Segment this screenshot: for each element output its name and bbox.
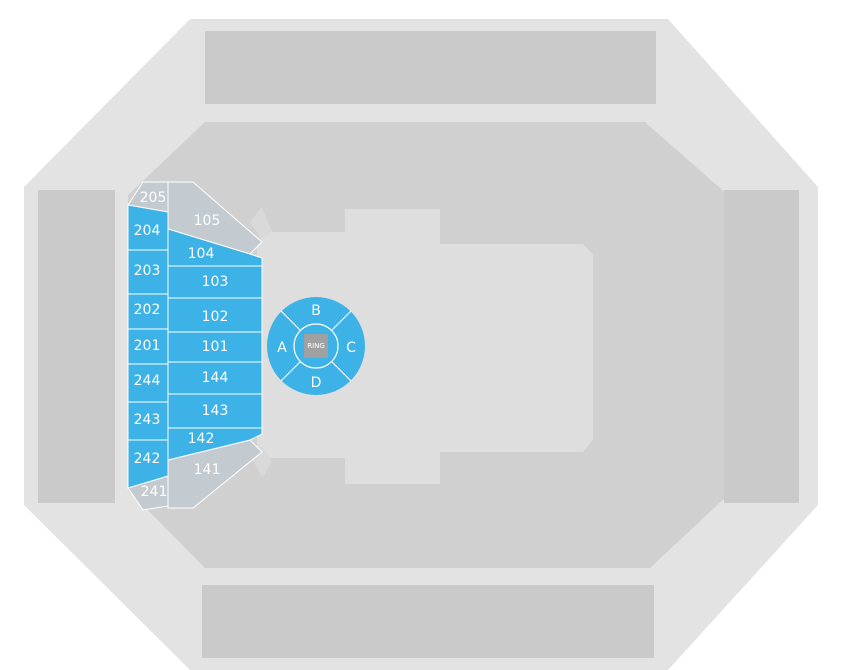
- floor-section-a[interactable]: A: [277, 340, 287, 356]
- section-104[interactable]: 104: [167, 228, 263, 267]
- section-105-label: 105: [194, 213, 221, 229]
- floor-section-c-label: C: [346, 340, 356, 356]
- upper-block-top: [205, 31, 656, 104]
- section-202[interactable]: 202: [127, 293, 169, 330]
- section-103[interactable]: 103: [167, 265, 263, 299]
- upper-block-right: [724, 190, 799, 503]
- section-201-label: 201: [134, 338, 161, 354]
- section-142-label: 142: [188, 431, 215, 447]
- section-205-label: 205: [140, 190, 167, 206]
- section-102-label: 102: [202, 309, 229, 325]
- section-141[interactable]: 141: [167, 439, 263, 509]
- section-104-label: 104: [188, 246, 215, 262]
- section-205[interactable]: 205: [127, 181, 169, 213]
- floor-section-b-label: B: [311, 303, 321, 319]
- section-101-label: 101: [202, 339, 229, 355]
- section-202-label: 202: [134, 302, 161, 318]
- section-242[interactable]: 242: [127, 439, 169, 489]
- boxing-ring: RING: [304, 334, 328, 358]
- section-243[interactable]: 243: [127, 401, 169, 441]
- section-204[interactable]: 204: [127, 204, 169, 251]
- section-144-label: 144: [202, 370, 229, 386]
- section-101[interactable]: 101: [167, 331, 263, 363]
- section-244[interactable]: 244: [127, 363, 169, 403]
- section-201[interactable]: 201: [127, 328, 169, 365]
- section-204-label: 204: [134, 223, 161, 239]
- floor-section-a-label: A: [277, 340, 287, 356]
- section-143[interactable]: 143: [167, 393, 263, 429]
- section-244-label: 244: [134, 373, 161, 389]
- section-241[interactable]: 241: [127, 475, 169, 511]
- section-102[interactable]: 102: [167, 297, 263, 333]
- upper-block-left: [38, 190, 115, 503]
- floor-section-d-label: D: [311, 375, 322, 391]
- section-243-label: 243: [134, 412, 161, 428]
- section-242-label: 242: [134, 451, 161, 467]
- floor-section-b[interactable]: B: [311, 303, 321, 319]
- floor-section-d[interactable]: D: [311, 375, 322, 391]
- section-141-label: 141: [194, 462, 221, 478]
- section-103-label: 103: [202, 274, 229, 290]
- section-241-label: 241: [141, 484, 168, 500]
- section-144[interactable]: 144: [167, 361, 263, 395]
- floor-section-c[interactable]: C: [346, 340, 356, 356]
- tunnel-top: [250, 207, 272, 240]
- upper-block-bottom: [202, 585, 654, 658]
- section-203-label: 203: [134, 263, 161, 279]
- ring-label: RING: [307, 342, 325, 350]
- section-143-label: 143: [202, 403, 229, 419]
- section-203[interactable]: 203: [127, 249, 169, 295]
- arena-floor: [257, 209, 593, 484]
- section-142[interactable]: 142: [167, 427, 263, 461]
